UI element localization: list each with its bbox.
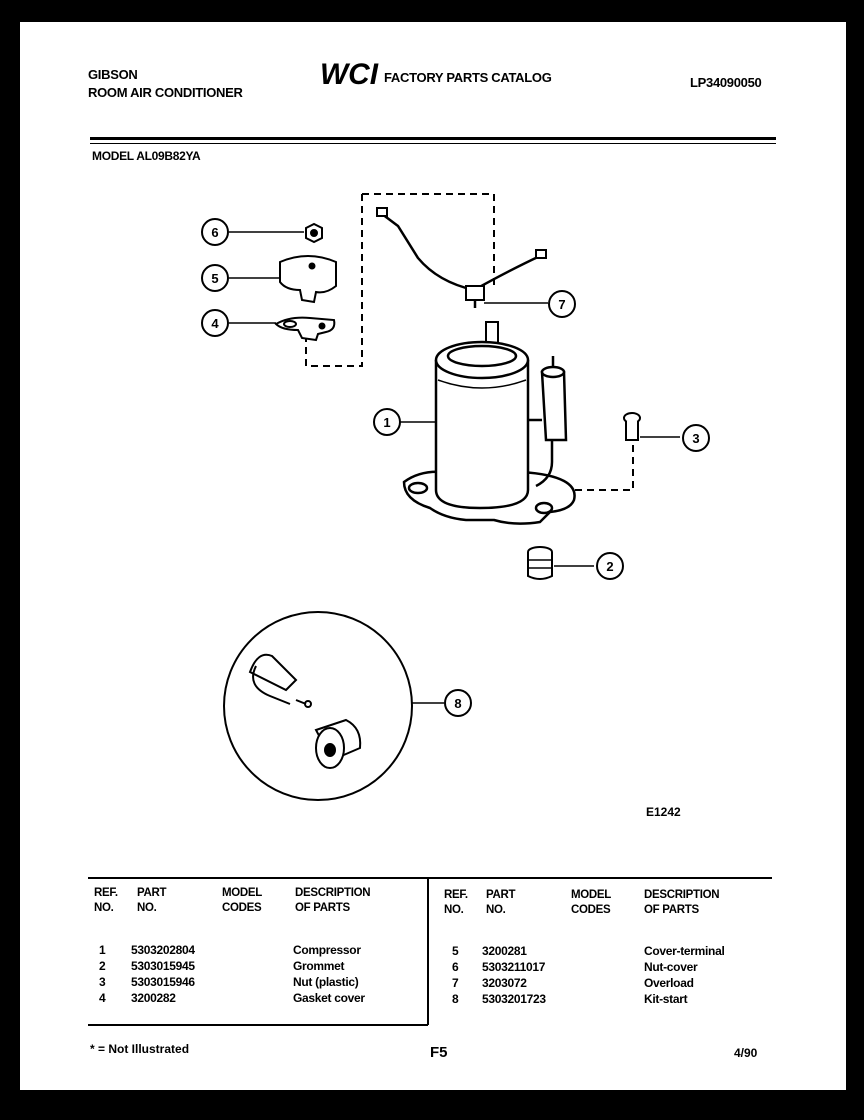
description: Kit-start (644, 992, 688, 1006)
part-no: 5303211017 (482, 960, 546, 974)
catalog-date: 4/90 (734, 1046, 758, 1060)
part-no: 5303202804 (131, 943, 195, 957)
description: Grommet (293, 959, 345, 973)
callout-4: 4 (201, 309, 229, 337)
ref-no: 4 (99, 991, 106, 1005)
nut-cover-part (305, 222, 323, 244)
part-no: 5303015945 (131, 959, 195, 973)
brand-name: GIBSON (88, 67, 138, 82)
description: Gasket cover (293, 991, 365, 1005)
callout-7: 7 (548, 290, 576, 318)
part-no: 3200282 (131, 991, 176, 1005)
ref-no: 8 (452, 992, 459, 1006)
ref-no: 3 (99, 975, 106, 989)
callout-8: 8 (444, 689, 472, 717)
wci-logo-text: WCI (320, 58, 379, 88)
ref-no: 6 (452, 960, 459, 974)
callout-5: 5 (201, 264, 229, 292)
table-center-divider (427, 877, 429, 1025)
callout-leader-lines (229, 231, 680, 704)
start-kit-inset (223, 611, 413, 801)
description: Nut (plastic) (293, 975, 359, 989)
part-no: 3200281 (482, 944, 527, 958)
part-no: 5303201723 (482, 992, 546, 1006)
callout-2: 2 (596, 552, 624, 580)
description: Cover-terminal (644, 944, 725, 958)
ref-no: 7 (452, 976, 459, 990)
part-no: 3203072 (482, 976, 527, 990)
figure-code: E1242 (646, 805, 681, 819)
description: Compressor (293, 943, 361, 957)
grommet-part (527, 546, 553, 580)
header-ref-no-right: REF.NO. (444, 889, 468, 916)
product-type: ROOM AIR CONDITIONER (88, 85, 243, 100)
header-ref-no: REF.NO. (94, 887, 118, 914)
description: Overload (644, 976, 694, 990)
table-top-rule (88, 877, 772, 879)
part-no: 5303015946 (131, 975, 195, 989)
callout-1: 1 (373, 408, 401, 436)
compressor-part (402, 340, 576, 525)
page-number: F5 (430, 1044, 448, 1061)
table-bottom-rule (88, 1024, 428, 1026)
gasket-cover-part (274, 316, 336, 342)
ref-no: 1 (99, 943, 106, 957)
dashed-leader-lines (305, 193, 634, 491)
cover-terminal-part (279, 255, 337, 304)
catalog-title: FACTORY PARTS CATALOG (384, 70, 552, 85)
wci-logo: WCI (320, 58, 379, 88)
callout-3: 3 (682, 424, 710, 452)
model-label: MODEL AL09B82YA (92, 149, 201, 163)
header-rule-thin (90, 143, 776, 144)
nut-part (623, 412, 641, 441)
header-rule-thick (90, 137, 776, 140)
overload-part (376, 207, 547, 308)
description: Nut-cover (644, 960, 698, 974)
not-illustrated-note: * = Not Illustrated (90, 1042, 190, 1056)
ref-no: 2 (99, 959, 106, 973)
catalog-page (20, 22, 846, 1090)
ref-no: 5 (452, 944, 459, 958)
callout-6: 6 (201, 218, 229, 246)
terminal-post (485, 321, 499, 345)
catalog-number: LP34090050 (690, 75, 762, 90)
